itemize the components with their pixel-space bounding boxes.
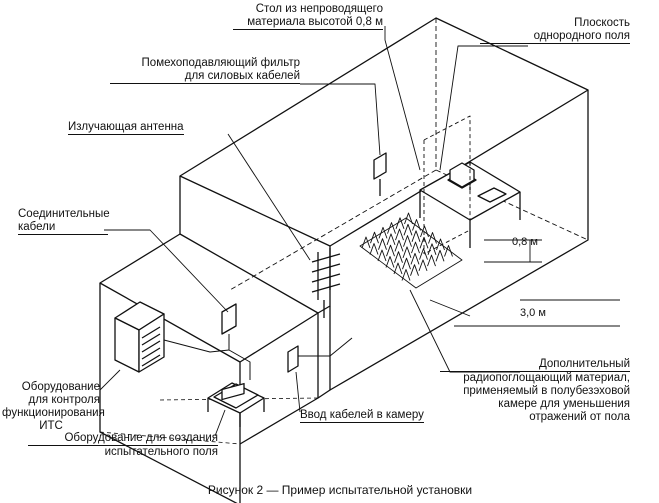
absorber-spike: [411, 230, 421, 242]
absorber-spike: [404, 212, 413, 225]
label-filter: Помехоподавляющий фильтр для силовых каб…: [110, 57, 300, 84]
dimension-lines: [429, 239, 620, 327]
absorber-spike: [385, 256, 395, 268]
dimension-height: 0,8 м: [512, 236, 538, 248]
absorber-spike: [435, 249, 445, 262]
absorber-pyramids: [359, 212, 463, 289]
absorber-spike: [436, 238, 445, 251]
label-absorber: Дополнительный радиопоглощающий материал…: [440, 358, 630, 424]
label-cable-entry: Ввод кабелей в камеру: [300, 409, 424, 423]
radiating-antenna: [311, 248, 341, 318]
absorber-spike: [394, 251, 403, 263]
interconnect-box: [163, 303, 251, 380]
absorber-spike: [386, 244, 395, 257]
absorber-spike: [428, 232, 437, 244]
label-cables-line2: кабели: [18, 221, 108, 235]
label-absorber-line4: камере для уменьшения: [498, 398, 630, 410]
dimension-distance: 3,0 м: [520, 307, 546, 319]
label-absorber-line1: Дополнительный: [440, 358, 630, 372]
label-monitoring-line2: для контроля: [28, 394, 101, 406]
absorber-spike: [395, 228, 404, 241]
label-field-line2: испытательного поля: [104, 446, 218, 458]
absorber-spike: [394, 239, 404, 252]
absorber-spike: [395, 217, 405, 229]
absorber-spike: [444, 245, 453, 257]
label-monitoring-line1: Оборудование: [21, 381, 100, 393]
absorber-spike: [361, 236, 371, 249]
figure-caption: Рисунок 2 — Пример испытательной установ…: [207, 483, 473, 497]
uniform-field-plane: [423, 115, 471, 255]
label-antenna: Излучающая антенна: [68, 121, 184, 135]
absorber-spike: [410, 264, 419, 276]
absorber-spike: [403, 223, 413, 236]
label-cables: Соединительные кабели: [18, 208, 110, 235]
absorber-spike: [412, 219, 421, 231]
label-monitoring-line3: функционирования: [2, 407, 105, 419]
label-absorber-line5: отражений от пола: [529, 411, 630, 423]
absorber-spike: [411, 241, 420, 254]
absorber-spike: [377, 249, 387, 262]
label-plane-line1: Плоскость: [574, 17, 630, 29]
label-plane: Плоскость однородного поля: [480, 17, 630, 44]
label-field-line1: Оборудование для создания: [28, 432, 218, 446]
label-plane-line2: однородного поля: [480, 30, 630, 44]
absorber-spike: [419, 236, 429, 249]
absorber-spike: [387, 222, 396, 234]
absorber-spike: [401, 269, 411, 281]
shielded-chamber: [179, 17, 589, 399]
absorber-spike: [418, 259, 428, 272]
absorber-spike: [386, 233, 396, 246]
label-absorber-line2: радиопоглощающий материал,: [463, 372, 630, 384]
label-cables-line1: Соединительные: [18, 208, 110, 220]
absorber-spike: [427, 254, 436, 267]
absorber-spike: [393, 262, 403, 275]
absorber-spike: [370, 231, 379, 244]
absorber-spike: [378, 238, 387, 250]
cable-entry: [287, 337, 353, 373]
label-field-generator: Оборудование для создания испытательного…: [28, 432, 218, 459]
label-filter-line2: для силовых кабелей: [110, 70, 300, 84]
label-absorber-line3: применяемый в полубезэховой: [463, 385, 630, 397]
label-monitoring-line4: ИТС: [39, 420, 63, 432]
label-table-line2: материала высотой 0,8 м: [233, 16, 383, 30]
absorber-spike: [402, 257, 411, 270]
absorber-spike: [420, 225, 429, 238]
absorber-spike: [378, 226, 388, 239]
absorber-spike: [403, 235, 412, 247]
power-filter: [373, 152, 387, 196]
field-generator: [207, 382, 265, 427]
label-table: Стол из непроводящего материала высотой …: [233, 3, 383, 30]
label-table-line1: Стол из непроводящего: [255, 3, 383, 15]
label-monitoring: Оборудование для контроля функционирован…: [2, 381, 105, 433]
absorber-spike: [410, 252, 420, 265]
monitoring-rack: [114, 301, 165, 373]
absorber-spike: [419, 248, 428, 260]
absorber-spike: [402, 246, 412, 259]
absorber-spike: [369, 243, 379, 255]
leader-lines: [99, 26, 528, 437]
label-filter-line1: Помехоподавляющий фильтр: [141, 57, 300, 69]
